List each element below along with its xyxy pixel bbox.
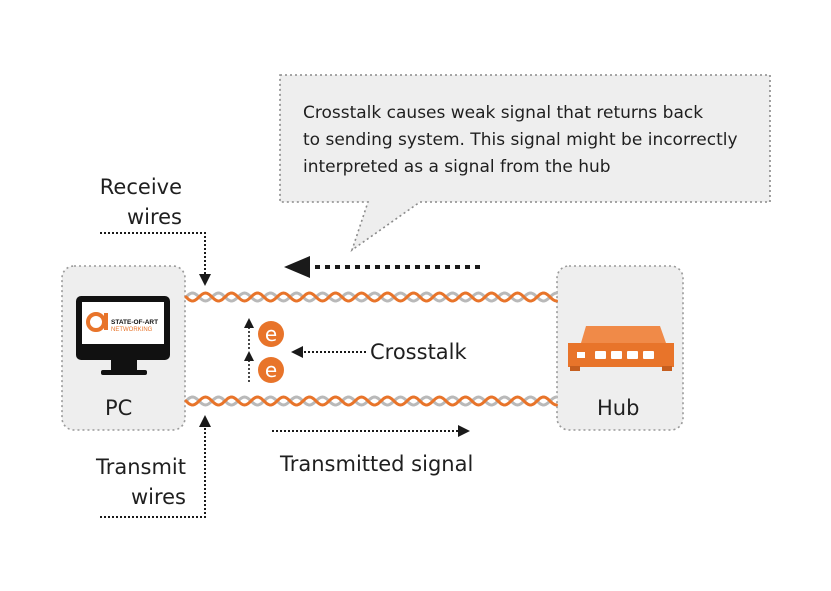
receive-label-line-1: Receive bbox=[99, 175, 182, 199]
crosstalk-label: Crosstalk bbox=[370, 340, 467, 364]
hub-label: Hub bbox=[597, 396, 640, 420]
crosstalk-pointer bbox=[291, 346, 366, 358]
transmitted-signal-label: Transmitted signal bbox=[280, 452, 474, 476]
receive-wires-pointer bbox=[100, 232, 211, 286]
callout-line-2: to sending system. This signal might be … bbox=[303, 130, 738, 150]
callout-line-3: interpreted as a signal from the hub bbox=[303, 157, 611, 177]
gray-wire bbox=[184, 291, 558, 303]
receive-wire-pair bbox=[184, 291, 558, 303]
callout-bubble bbox=[279, 74, 771, 253]
electron-lower: e bbox=[244, 351, 284, 383]
svg-text:e: e bbox=[265, 358, 277, 382]
receive-wires-label: Receive wires bbox=[80, 172, 182, 232]
receive-label-line-2: wires bbox=[126, 205, 182, 229]
svg-text:e: e bbox=[265, 322, 277, 346]
transmit-label-line-1: Transmit bbox=[95, 455, 186, 479]
callout-text: Crosstalk causes weak signal that return… bbox=[303, 100, 763, 181]
transmitted-signal-arrow bbox=[272, 425, 470, 437]
gray-wire bbox=[184, 395, 558, 407]
logo-mark bbox=[86, 312, 108, 332]
transmit-wire-pair bbox=[184, 395, 558, 407]
electron-upper: e bbox=[244, 318, 284, 349]
pc-label: PC bbox=[105, 396, 133, 420]
callout-line-1: Crosstalk causes weak signal that return… bbox=[303, 103, 704, 123]
returning-signal-arrow bbox=[284, 256, 480, 278]
transmit-label-line-2: wires bbox=[130, 485, 186, 509]
logo-line2: NETWORKING bbox=[111, 327, 153, 333]
orange-wire bbox=[184, 395, 558, 407]
logo-line1: STATE-OF-ART bbox=[111, 319, 158, 326]
monitor-icon: STATE-OF-ART NETWORKING bbox=[76, 296, 170, 375]
network-hub-icon bbox=[568, 326, 674, 371]
transmit-wires-label: Transmit wires bbox=[70, 452, 186, 512]
transmit-wires-pointer bbox=[100, 415, 211, 518]
orange-wire bbox=[184, 291, 558, 303]
